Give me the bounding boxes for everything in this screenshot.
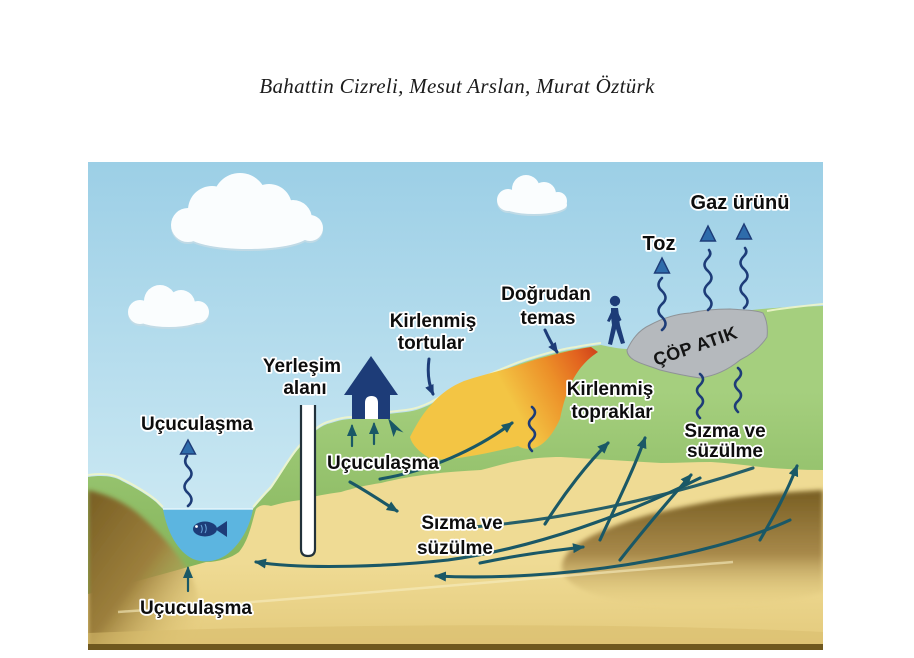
fish-icon (193, 521, 227, 537)
dust-wavy-arrow (657, 276, 667, 332)
label-ucuculasma-bottom: Uçuculaşma (140, 598, 252, 619)
direct-contact-arrow (543, 328, 559, 354)
person-icon (607, 295, 625, 345)
label-yerlesim-alani: alanı (283, 378, 326, 399)
label-toz: Toz (643, 233, 676, 255)
label-dogrudan-temas: Doğrudan (501, 284, 591, 305)
volatilization-wavy-arrow (183, 454, 193, 508)
sediment-label-arrow (425, 357, 435, 396)
label-kirlenmis-topraklar: Kirlenmiş (567, 379, 654, 400)
earth-right (561, 490, 823, 607)
label-ucuculasma-center: Uçuculaşma (327, 453, 439, 474)
soil-contamination-arrow (543, 441, 610, 526)
groundwater-arrow (478, 543, 585, 565)
gas-wavy-arrow (703, 248, 713, 312)
label-sizma-suzulme-center: Sızma ve (421, 513, 502, 534)
gas-wavy-arrow (739, 246, 749, 310)
attribution-text: Bahattin Cizreli, Mesut Arslan, Murat Öz… (259, 74, 655, 98)
label-sizma-suzulme-right: süzülme (687, 441, 763, 462)
cloud-icon (497, 175, 567, 216)
seepage-squiggle (527, 405, 537, 453)
arrowhead (179, 438, 197, 455)
hillside-flow-arrow (378, 421, 514, 481)
cloud-icon (171, 173, 323, 251)
groundwater-arrow (434, 518, 792, 582)
groundwater-curve (471, 466, 755, 529)
house-icon (344, 356, 398, 419)
label-ucuculasma-left: Uçuculaşma (141, 414, 253, 435)
cloud-icon (128, 285, 209, 329)
bottom-strip (88, 644, 823, 650)
label-dogrudan-temas: temas (521, 308, 576, 329)
arrowhead (735, 222, 753, 240)
seepage-squiggle (695, 372, 705, 420)
pollution-diagram: ÇÖP ATIK (88, 162, 823, 650)
landfill-blob (626, 308, 768, 379)
label-sizma-suzulme-right: Sızma ve (684, 421, 765, 442)
groundwater-arrow (348, 480, 399, 513)
soil-contamination-arrow (618, 473, 693, 562)
label-kirlenmis-topraklar: topraklar (571, 402, 653, 423)
soil-contamination-arrow (598, 436, 647, 542)
well (299, 405, 317, 558)
label-gaz-urunu: Gaz ürünü (691, 192, 790, 214)
sediment-streak (410, 347, 598, 460)
earth-left (88, 490, 200, 650)
label-yerlesim-alani: Yerleşim (263, 356, 341, 377)
label-kirlenmis-tortular: Kirlenmiş (390, 311, 477, 332)
lens-highlight (117, 560, 734, 614)
bottom-band (88, 625, 823, 644)
cursor-arrow (388, 418, 404, 437)
groundwater-arrow (254, 476, 702, 569)
seepage-squiggle (733, 366, 743, 414)
label-kirlenmis-tortular: tortular (398, 333, 465, 354)
arrowhead (653, 256, 671, 274)
label-sizma-suzulme-center: süzülme (417, 538, 493, 559)
terrain-highlight (88, 303, 823, 508)
arrowhead (699, 224, 717, 242)
soil-contamination-arrow (758, 464, 799, 542)
